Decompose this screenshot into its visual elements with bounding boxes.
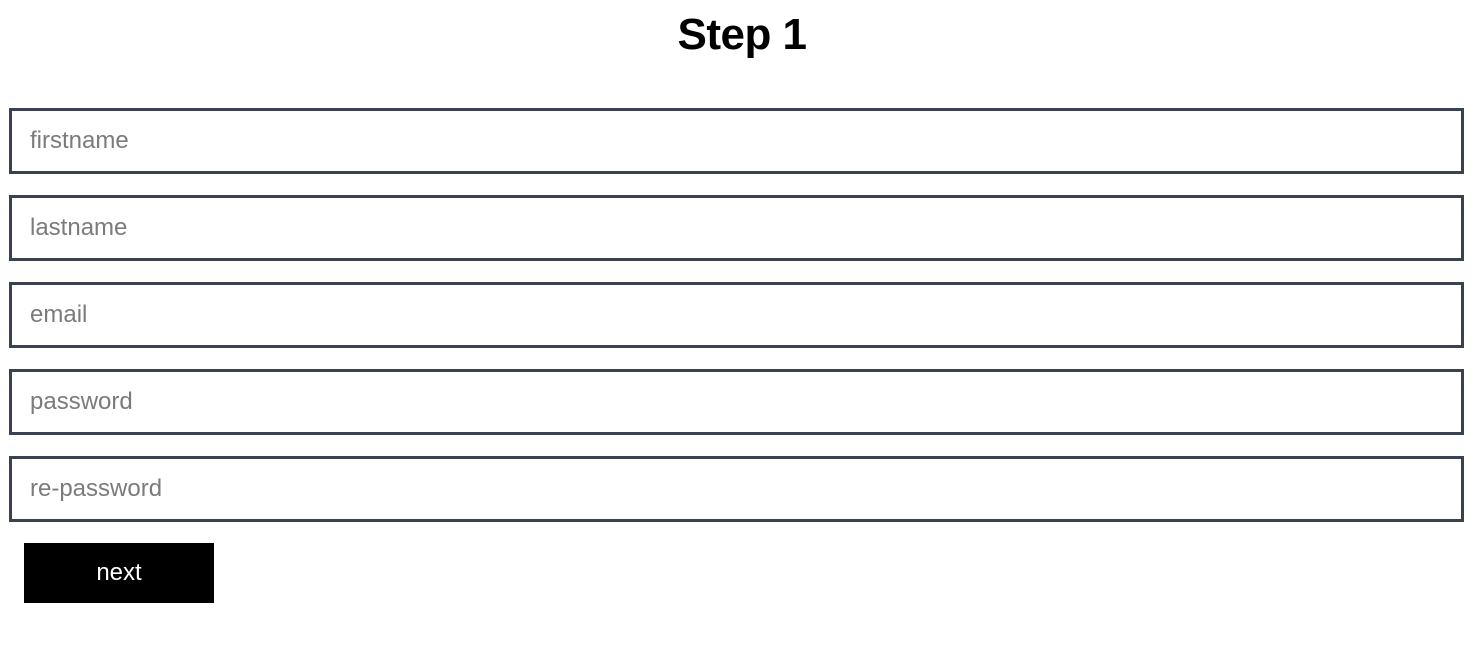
email-input[interactable]	[9, 282, 1464, 348]
step-one-form: next	[0, 108, 1484, 603]
form-actions: next	[9, 543, 1464, 603]
next-button[interactable]: next	[24, 543, 214, 603]
re-password-input[interactable]	[9, 456, 1464, 522]
field-row-password	[9, 369, 1464, 435]
firstname-input[interactable]	[9, 108, 1464, 174]
lastname-input[interactable]	[9, 195, 1464, 261]
field-row-re-password	[9, 456, 1464, 522]
field-row-firstname	[9, 108, 1464, 174]
field-row-email	[9, 282, 1464, 348]
field-row-lastname	[9, 195, 1464, 261]
page-title: Step 1	[677, 10, 807, 59]
password-input[interactable]	[9, 369, 1464, 435]
